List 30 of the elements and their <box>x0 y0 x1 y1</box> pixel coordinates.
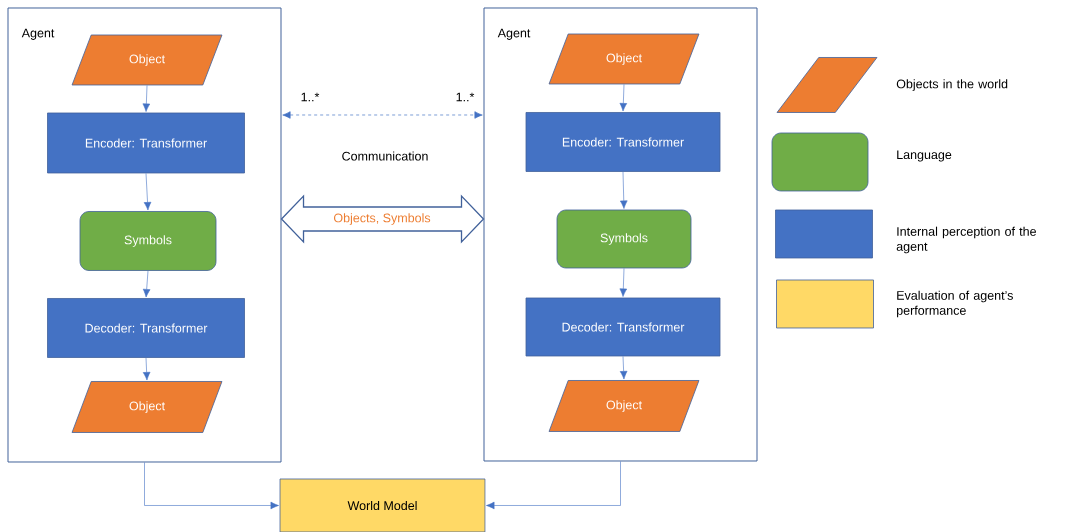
transformer-box: Decoder: Transformer <box>525 297 721 357</box>
legend-text: Evaluation of agent’s performance <box>897 290 1013 318</box>
arrow <box>142 85 151 112</box>
transformer-box: Decoder: Transformer <box>47 298 245 358</box>
communication-label: Communication <box>342 151 428 161</box>
arrow <box>619 268 628 297</box>
arrow <box>142 357 151 381</box>
edge-label: Objects, Symbols <box>332 212 432 226</box>
object-parallelogram: Object <box>71 34 223 86</box>
object-parallelogram: Object <box>71 381 223 433</box>
object-parallelogram: Object <box>548 33 700 85</box>
dashed-arrow <box>282 111 483 119</box>
world-model-box: World Model <box>279 478 486 532</box>
arrow <box>143 173 152 211</box>
arrow <box>486 461 621 510</box>
arrow <box>144 462 279 510</box>
legend-text: Objects in the world <box>896 79 1008 91</box>
arrow <box>620 171 628 209</box>
legend-text: Language <box>897 150 952 162</box>
symbols-box: Symbols <box>79 211 217 271</box>
transformer-box: Encoder: Transformer <box>47 112 245 174</box>
arrow <box>142 270 151 298</box>
arrow <box>619 84 628 112</box>
arrow <box>619 356 628 380</box>
multiplicity-label: 1..* <box>301 92 320 102</box>
object-parallelogram: Object <box>548 380 700 432</box>
legend-text: Internal perception of the agent <box>896 226 1036 254</box>
multiplicity-label: 1..* <box>456 92 475 102</box>
symbols-box: Symbols <box>556 209 692 269</box>
transformer-box: Encoder: Transformer <box>525 112 721 172</box>
